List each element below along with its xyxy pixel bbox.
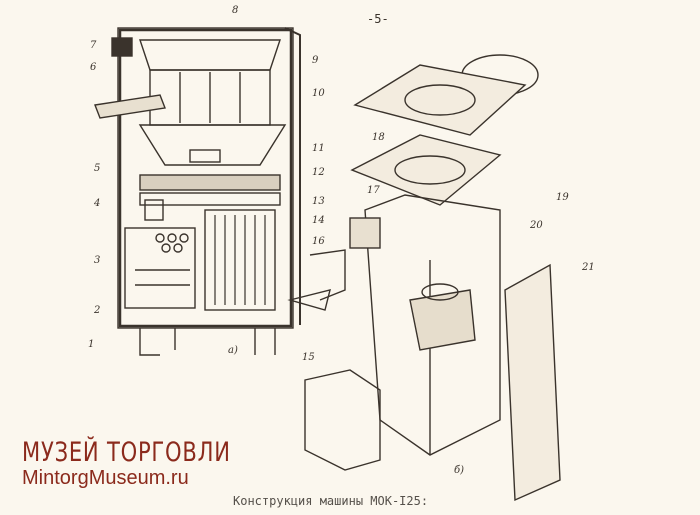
- callout-15: 15: [302, 352, 315, 363]
- callout-8: 8: [232, 5, 239, 16]
- callout-1: 1: [88, 339, 95, 350]
- callout-2: 2: [94, 305, 101, 316]
- callout-20: 20: [530, 220, 543, 231]
- callout-6: 6: [90, 62, 97, 73]
- callout-11: 11: [312, 143, 325, 154]
- figure-caption: Конструкция машины МОК-I25:: [233, 494, 429, 508]
- page-number: -5-: [367, 12, 389, 26]
- callout-3: 3: [94, 255, 101, 266]
- callout-14: 14: [312, 215, 325, 226]
- callout-16: 16: [312, 236, 325, 247]
- cross-section-figure-a: [94, 27, 301, 356]
- callout-12: 12: [312, 167, 325, 178]
- callout-21: 21: [582, 262, 595, 273]
- callout-13: 13: [312, 196, 325, 207]
- figure-a-label: а): [228, 345, 238, 356]
- watermark-title: МУЗЕЙ ТОРГОВЛИ: [22, 437, 231, 468]
- callout-5: 5: [94, 163, 101, 174]
- callout-19: 19: [556, 192, 569, 203]
- callout-4: 4: [94, 198, 101, 209]
- callout-18: 18: [372, 132, 385, 143]
- figure-b-label: б): [454, 465, 465, 476]
- callout-10: 10: [312, 88, 325, 99]
- callout-9: 9: [312, 55, 319, 66]
- watermark-url: MintorgMuseum.ru: [22, 467, 189, 489]
- callout-17: 17: [367, 185, 380, 196]
- exploded-view-figure-b: [287, 54, 561, 502]
- callout-7: 7: [90, 40, 97, 51]
